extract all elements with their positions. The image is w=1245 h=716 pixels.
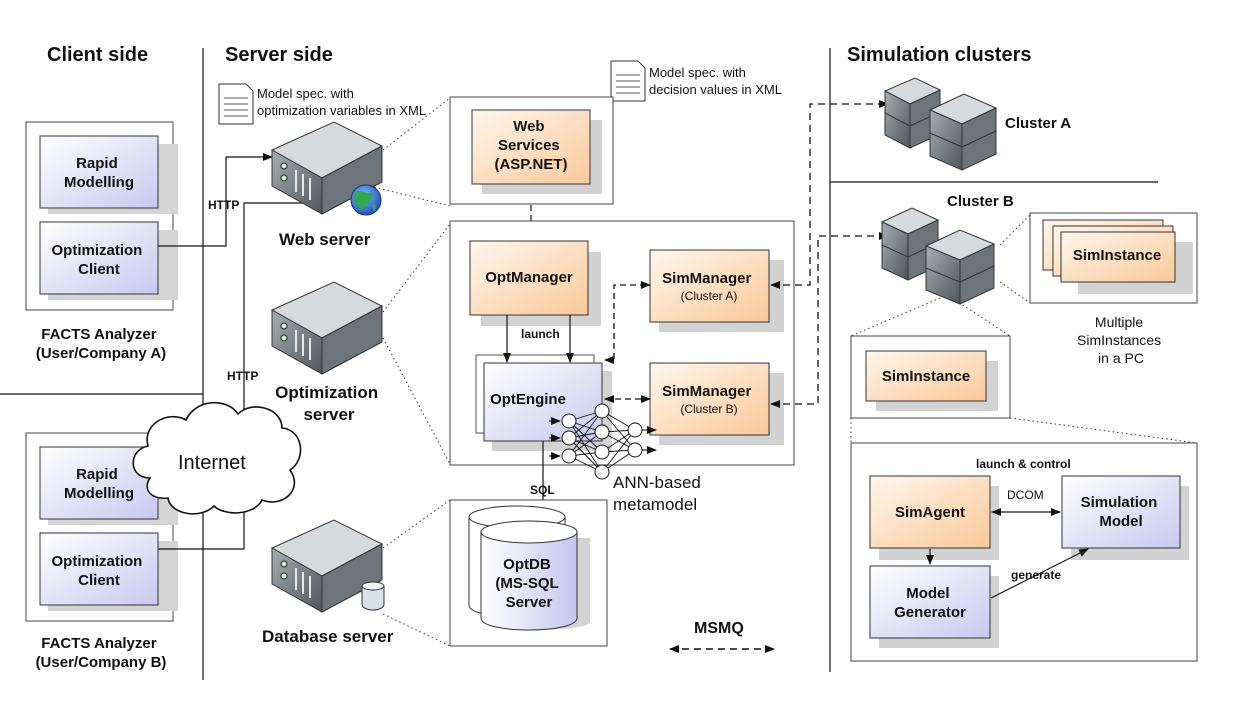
dcom-label: DCOM (1007, 488, 1044, 502)
web-server-label: Web server (279, 230, 371, 249)
web-services-container (449, 96, 614, 205)
siminstance-container (850, 335, 1011, 419)
cluster-b-icon (880, 207, 996, 305)
doc2-label: Model spec. with decision values in XML (649, 65, 782, 97)
optengine-simmanager-links (604, 281, 651, 403)
pc-internal-arrows (926, 508, 1089, 599)
internet-label: Internet (178, 452, 246, 474)
database-server-icon (270, 519, 384, 613)
multiple-siminstances-label: Multiple SimInstances in a PC (1077, 314, 1165, 366)
rapid-modelling-a: Rapid Modelling (64, 155, 134, 191)
web-server-icon (270, 121, 384, 215)
http-label-2: HTTP (227, 369, 258, 383)
launch-label: launch (521, 327, 560, 341)
simagent-box: SimAgent (895, 504, 965, 521)
internet-cloud-icon (132, 401, 302, 515)
model-generator-box: Model Generator (894, 585, 966, 621)
client-side-header: Client side (47, 44, 148, 66)
optengine-box: OptEngine (490, 391, 566, 408)
xml-document-icon-1 (218, 83, 254, 125)
launch-control-label: launch & control (976, 457, 1071, 471)
database-server-label: Database server (262, 627, 394, 646)
simulation-model-box: Simulation Model (1081, 494, 1162, 530)
xml-document-icon-2 (610, 60, 646, 102)
optimization-client-a: Optimization Client (52, 242, 147, 278)
ann-metamodel-label: ANN-based metamodel (613, 473, 706, 514)
optmanager-box: OptManager (485, 269, 573, 286)
database-container (449, 499, 608, 647)
doc1-label: Model spec. with optimization variables … (257, 86, 426, 118)
client-b-group: Rapid Modelling Optimization Client FACT… (25, 432, 178, 671)
simagent-container (850, 442, 1198, 662)
web-services-box: Web Services (ASP.NET) (494, 118, 567, 173)
optimization-client-b: Optimization Client (52, 553, 147, 589)
rapid-modelling-b: Rapid Modelling (64, 466, 134, 502)
simulation-clusters-header: Simulation clusters (847, 44, 1032, 66)
msmq-legend-label: MSMQ (694, 620, 744, 637)
http-connections (158, 153, 319, 550)
sql-label: SQL (530, 483, 555, 497)
globe-icon (350, 184, 382, 216)
client-a-group: Rapid Modelling Optimization Client FACT… (25, 121, 178, 362)
ann-network-icon (549, 403, 657, 480)
launch-arrows (503, 315, 574, 363)
http-label-1: HTTP (208, 198, 239, 212)
multiple-siminstances-container (1029, 212, 1198, 304)
database-cylinder-icon (361, 581, 385, 611)
cluster-b-label: Cluster B (947, 193, 1014, 210)
simmanager-a-box: SimManager (Cluster A) (662, 270, 756, 303)
simmanager-b-box: SimManager (Cluster B) (662, 383, 756, 416)
generate-label: generate (1011, 568, 1061, 582)
facts-analyzer-b-label: FACTS Analyzer (User/Company B) (36, 635, 167, 671)
server-side-header: Server side (225, 44, 333, 66)
optimization-server-label: Optimization server (275, 383, 383, 424)
facts-analyzer-a-label: FACTS Analyzer (User/Company A) (36, 326, 166, 362)
cluster-a-icon (883, 77, 998, 171)
optimization-container (449, 220, 795, 466)
dotted-callout-lines (369, 97, 1198, 647)
cluster-a-label: Cluster A (1005, 115, 1071, 132)
optimization-server-icon (270, 281, 384, 375)
siminstance-box-cluster: SimInstance (1073, 247, 1161, 264)
msmq-cluster-links (770, 100, 889, 408)
siminstance-box: SimInstance (882, 368, 970, 385)
optdb-box: OptDB (MS-SQL Server (495, 556, 562, 611)
